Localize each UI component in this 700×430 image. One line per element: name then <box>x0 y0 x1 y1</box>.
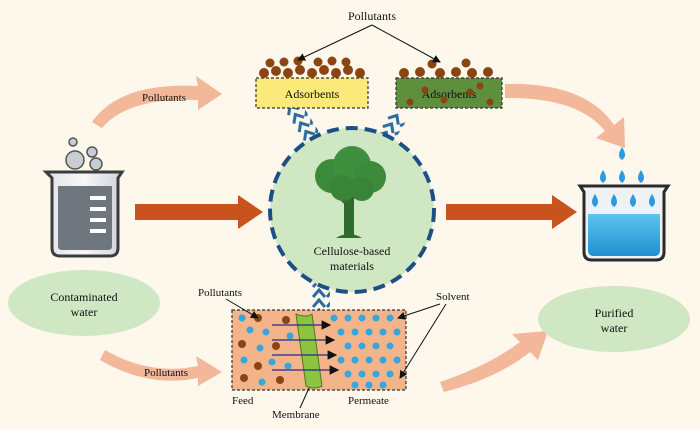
feed-label: Feed <box>232 395 254 407</box>
bold-arrows <box>135 195 577 229</box>
chevrons-left <box>283 98 322 146</box>
pointer-solvent-1 <box>397 303 441 320</box>
pointer-solvent-2 <box>399 303 447 379</box>
arrow-contaminated-to-adsorbent <box>92 76 222 128</box>
feed-particles <box>238 314 294 386</box>
permeate-label: Permeate <box>348 395 389 407</box>
adsorbed-pollutant-particles-right <box>399 58 494 106</box>
pollutants-membrane-label: Pollutants <box>198 287 242 299</box>
pollutants-lower-left-label: Pollutants <box>144 367 188 379</box>
contaminated-label-line2: water <box>71 305 98 319</box>
arrow-contaminated-to-membrane <box>100 350 222 386</box>
arrow-membrane-to-purified <box>440 331 548 392</box>
solvent-label: Solvent <box>436 291 470 303</box>
pointer-top-left <box>297 24 373 61</box>
water-beaker-icon <box>577 147 671 262</box>
pointer-membrane <box>299 387 310 409</box>
adsorbent-left: Adsorbents <box>255 56 369 109</box>
laboratory-beaker-icon <box>42 137 125 258</box>
purified-water-bubble: Purified water <box>538 286 690 352</box>
arrow-beaker-to-cellulose <box>135 195 263 229</box>
tree-icon <box>315 146 386 238</box>
adsorbents-right-label: Adsorbents <box>422 87 477 101</box>
adsorbents-left-label: Adsorbents <box>285 87 340 101</box>
contaminated-label-line1: Contaminated <box>50 290 117 304</box>
cellulose-label-line2: materials <box>330 259 374 273</box>
flow-arrows <box>272 320 340 375</box>
cellulose-circle: Cellulose-based materials <box>268 126 436 294</box>
membrane-filtration <box>231 309 407 391</box>
pollutants-upper-left-label: Pollutants <box>142 92 186 104</box>
adsorbent-right: Adsorbents <box>395 58 503 109</box>
soft-arrows <box>92 76 625 392</box>
arrow-cellulose-to-beaker <box>446 195 577 229</box>
permeate-particles <box>330 314 401 389</box>
purified-label-line1: Purified <box>595 306 634 320</box>
pointer-top-right <box>371 24 441 63</box>
pointer-pollutants-membrane <box>225 298 259 319</box>
purified-label-line2: water <box>601 321 628 335</box>
water-drops <box>592 147 655 207</box>
cellulose-label-line1: Cellulose-based <box>314 244 391 258</box>
arrow-adsorbent-to-purified <box>505 83 625 148</box>
pollutants-top-label: Pollutants <box>348 9 396 23</box>
contaminated-water-bubble: Contaminated water <box>8 270 160 336</box>
membrane-label: Membrane <box>272 409 320 421</box>
adsorbed-pollutant-particles-left <box>259 56 365 78</box>
